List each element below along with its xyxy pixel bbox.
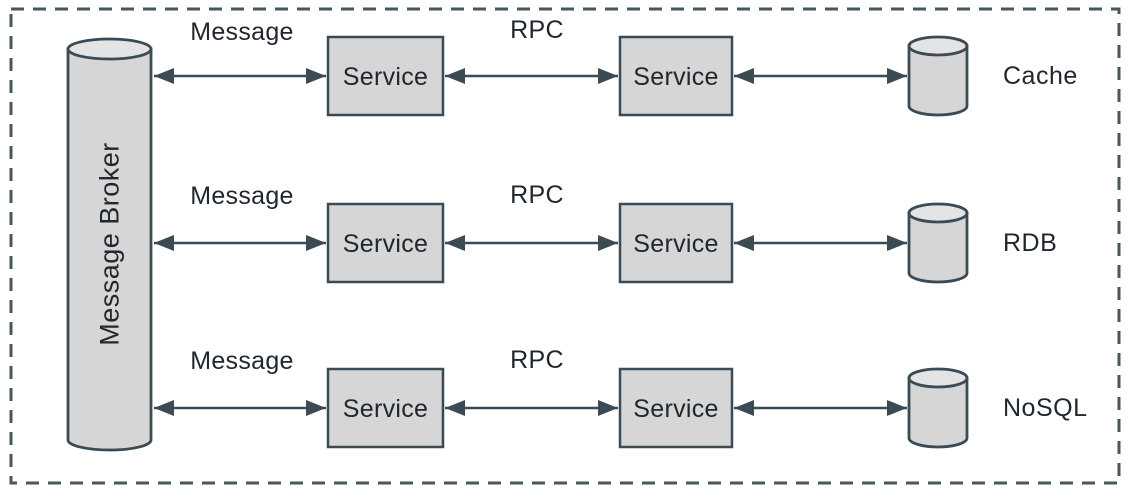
message-broker-label: Message Broker — [95, 142, 125, 346]
datastore-label: RDB — [1003, 229, 1057, 257]
service-box-left-label: Service — [343, 230, 428, 258]
message-broker-lid — [66, 37, 153, 61]
datastore-cylinder-lid — [907, 367, 969, 389]
message-broker-body — [66, 47, 153, 452]
rpc-arrow-label: RPC — [510, 346, 564, 374]
service-box-right — [618, 367, 734, 449]
datastore-cylinder-lid — [907, 202, 969, 224]
service-box-left-label: Service — [343, 63, 428, 91]
datastore-cylinder-body — [907, 44, 969, 117]
datastore-cylinder-body — [907, 211, 969, 284]
pipeline-row-cache: Message Service RPC Service Cache — [154, 16, 1078, 117]
message-arrow-label: Message — [190, 182, 294, 210]
message-broker: Message Broker — [66, 37, 153, 452]
service-box-right-label: Service — [633, 395, 718, 423]
service-box-left — [326, 202, 445, 284]
message-arrow-label: Message — [190, 18, 294, 46]
message-arrow-label: Message — [190, 347, 294, 375]
datastore-cylinder-body — [907, 376, 969, 449]
service-box-left-label: Service — [343, 395, 428, 423]
pipeline-row-nosql: Message Service RPC Service NoSQL — [154, 346, 1087, 449]
rpc-arrow-label: RPC — [510, 16, 564, 44]
service-box-left — [326, 367, 445, 449]
datastore-label: Cache — [1003, 62, 1078, 90]
rpc-arrow-label: RPC — [510, 181, 564, 209]
service-box-right — [618, 35, 734, 117]
datastore-cylinder-lid — [907, 35, 969, 57]
pipeline-row-rdb: Message Service RPC Service RDB — [154, 181, 1057, 284]
service-box-left — [326, 35, 445, 117]
datastore-label: NoSQL — [1003, 394, 1087, 422]
service-box-right-label: Service — [633, 230, 718, 258]
service-box-right-label: Service — [633, 63, 718, 91]
service-box-right — [618, 202, 734, 284]
boundary-box — [9, 7, 1121, 485]
